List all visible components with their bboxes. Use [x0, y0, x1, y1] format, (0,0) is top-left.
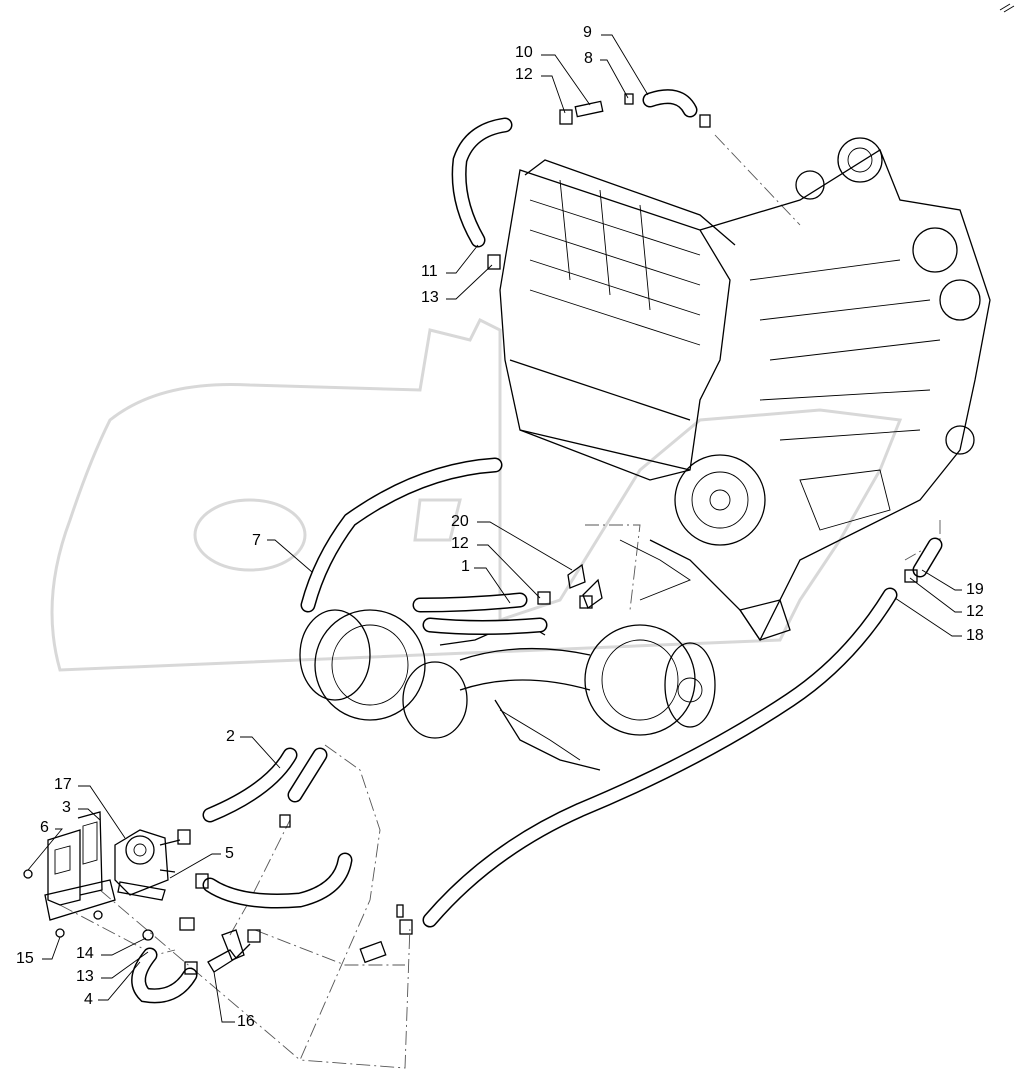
part-label-19: 19 — [966, 581, 984, 598]
part-label-18: 18 — [966, 627, 984, 644]
part-label-8: 8 — [584, 50, 593, 67]
pump-and-bracket — [44, 811, 181, 921]
part-label-2: 2 — [226, 728, 235, 745]
part-label-11: 11 — [421, 263, 438, 280]
part-label-4: 4 — [84, 991, 93, 1008]
fittings — [23, 93, 918, 975]
part-label-12: 12 — [515, 66, 533, 83]
part-number-labels: 9 10 8 12 11 13 7 20 12 1 19 12 18 2 17 36 5 15 14 13 4 16 — [16, 24, 984, 1030]
part-label-20: 20 — [451, 513, 469, 530]
hoses — [131, 89, 943, 1004]
part-label-7: 7 — [252, 532, 261, 549]
part-label-14: 14 — [76, 945, 94, 962]
part-label-3: 3 — [62, 799, 71, 816]
part-label-13: 13 — [421, 289, 439, 306]
part-label-6: 6 — [40, 819, 49, 836]
part-label-1: 1 — [461, 558, 470, 575]
watermark — [50, 317, 903, 672]
part-label-12: 12 — [966, 603, 984, 620]
corner-mark — [999, 3, 1015, 13]
engine — [499, 137, 991, 642]
tee-fitting — [207, 929, 251, 973]
part-label-9: 9 — [583, 24, 592, 41]
part-label-10: 10 — [515, 44, 533, 61]
part-label-5: 5 — [225, 845, 234, 862]
part-label-15: 15 — [16, 950, 34, 967]
part-label-17: 17 — [54, 776, 72, 793]
leader-lines — [27, 34, 962, 1023]
transmission — [299, 609, 716, 771]
part-label-13: 13 — [76, 968, 94, 985]
part-label-12: 12 — [451, 535, 469, 552]
part-label-16: 16 — [237, 1013, 255, 1030]
